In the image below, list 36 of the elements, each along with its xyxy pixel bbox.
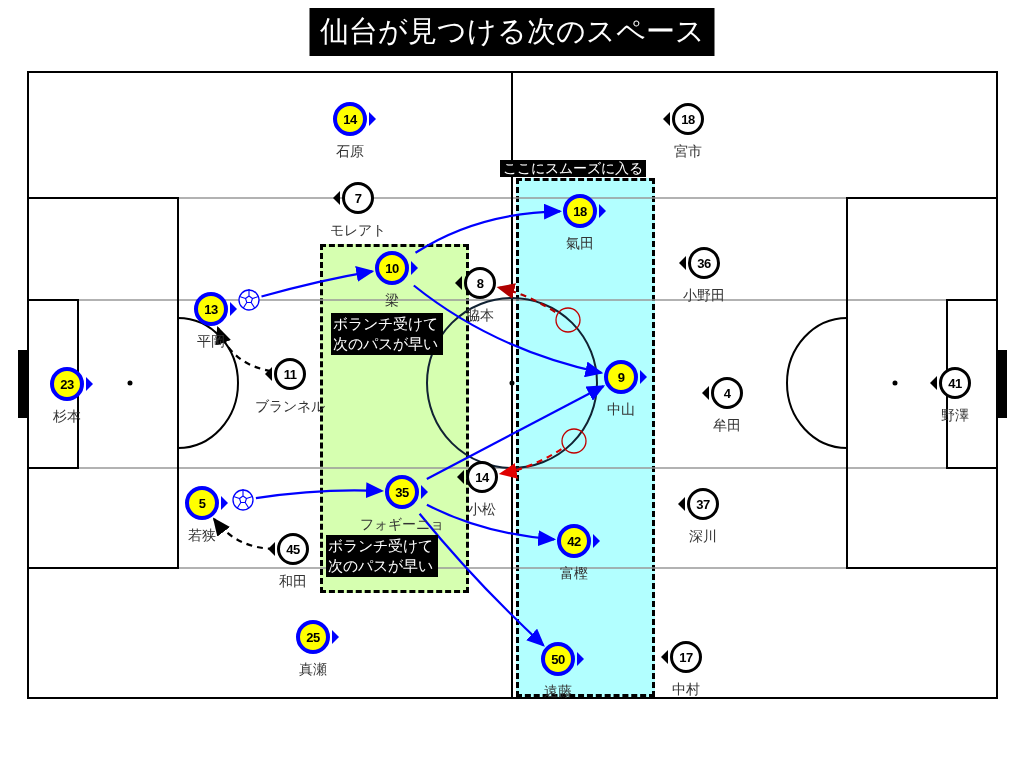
player-name: 梁 — [385, 292, 399, 310]
ball-icon — [238, 289, 260, 311]
player-name: 小野田 — [683, 287, 725, 305]
ball-icon — [232, 489, 254, 511]
arrow — [496, 283, 556, 313]
player-name: 中村 — [672, 681, 700, 699]
pressure-circle — [555, 307, 581, 333]
arrow — [498, 448, 562, 479]
player-name: 和田 — [279, 573, 307, 591]
player-name: 若狭 — [188, 527, 216, 545]
player-name: 富樫 — [560, 565, 588, 583]
arrow — [413, 284, 604, 377]
player-name: モレアト — [330, 222, 386, 240]
pressure-circle — [561, 428, 587, 454]
zone-heading: ここにスムーズに入る — [500, 160, 646, 177]
player-name: 石原 — [336, 143, 364, 161]
player-name: 宮市 — [674, 143, 702, 161]
player-name: 真瀬 — [299, 661, 327, 679]
player-name: 平岡 — [197, 333, 225, 351]
player-name: 中山 — [607, 401, 635, 419]
player-name: フォギーニョ — [360, 516, 444, 534]
note-label: ボランチ受けて次のパスが早い — [331, 313, 443, 355]
player-name: 氣田 — [566, 235, 594, 253]
player-name: 脇本 — [466, 307, 494, 325]
note-label: ボランチ受けて次のパスが早い — [326, 535, 438, 577]
player-name: 深川 — [689, 528, 717, 546]
player-name: 小松 — [468, 501, 496, 519]
title: 仙台が見つける次のスペース — [309, 8, 715, 56]
arrow — [426, 503, 557, 546]
player-name: 牟田 — [713, 417, 741, 435]
arrow — [261, 266, 375, 298]
player-name: ブランネル — [255, 398, 325, 416]
arrow — [426, 385, 606, 480]
arrow — [216, 325, 272, 373]
arrow — [255, 482, 384, 500]
arrow — [418, 513, 545, 647]
